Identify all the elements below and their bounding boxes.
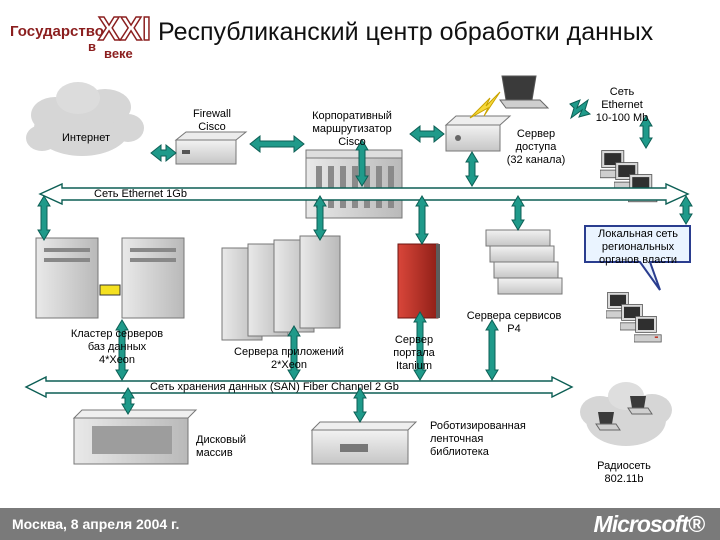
label-portal-server: Сервер портала Itanium	[393, 334, 435, 372]
microsoft-logo: Microsoft®	[593, 511, 705, 537]
footer-bar: Москва, 8 апреля 2004 г. Microsoft®	[0, 508, 720, 540]
radio-laptops	[595, 396, 653, 431]
label-app-servers: Сервера приложений 2*Xeon	[234, 346, 344, 371]
label-ethernet-net: Сеть Ethernet 10-100 Mb	[595, 86, 649, 124]
regional-lan-bubble	[584, 225, 691, 291]
app-servers	[221, 235, 341, 341]
label-cluster: Кластер серверов баз данных 4*Xeon	[70, 328, 164, 366]
logo-word-3: веке	[104, 46, 133, 61]
logo-word-1: Государство	[10, 23, 104, 40]
portal-server	[397, 243, 440, 319]
laptop-dialup	[499, 75, 550, 109]
disk-array-device	[72, 409, 198, 465]
label-disk-array: Дисковый массив	[196, 434, 247, 459]
service-servers	[485, 229, 563, 295]
footer-date: Москва, 8 апреля 2004 г.	[12, 516, 180, 532]
connector-arrows	[37, 98, 693, 423]
san-bus-arrow	[24, 375, 574, 399]
internet-cloud	[26, 82, 144, 156]
label-san-bus: Сеть хранения данных (SAN) Fiber Channel…	[150, 381, 399, 393]
gov-xxi-logo: Государство в XXI веке	[6, 8, 152, 64]
ethernet-bus-arrow	[38, 182, 690, 206]
tape-library-device	[310, 421, 418, 465]
radio-cloud	[580, 382, 672, 446]
regional-pc-group	[606, 291, 662, 343]
logo-word-2: в	[88, 39, 96, 54]
logo-numeral: XXI	[97, 9, 152, 48]
cluster-servers	[35, 237, 185, 319]
label-internet: Интернет	[62, 132, 110, 144]
label-router: Корпоративный маршрутизатор Cisco	[312, 110, 392, 148]
label-access-server: Сервер доступа (32 канала)	[506, 128, 566, 166]
firewall-device	[174, 131, 248, 165]
label-regional-lan: Локальная сеть региональных органов влас…	[598, 228, 678, 266]
page-title: Республиканский центр обработки данных	[158, 18, 654, 46]
label-tape-library: Роботизированная ленточная библиотека	[430, 420, 526, 458]
access-server-device	[444, 115, 512, 152]
dialup-lightning	[469, 91, 501, 119]
label-radio-net: Радиосеть 802.11b	[597, 460, 651, 485]
label-service-servers: Сервера сервисов P4	[466, 310, 562, 335]
label-ethernet-bus: Сеть Ethernet 1Gb	[94, 188, 187, 200]
router-device	[305, 149, 403, 219]
label-firewall: Firewall Cisco	[193, 108, 231, 133]
